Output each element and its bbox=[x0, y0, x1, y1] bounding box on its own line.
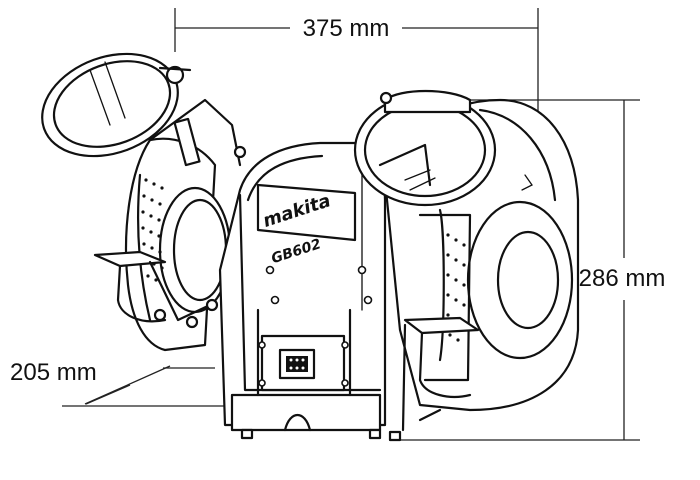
right-eye-shield bbox=[353, 89, 497, 207]
power-switch[interactable] bbox=[260, 334, 346, 392]
left-eye-shield bbox=[41, 52, 192, 158]
left-wheel-guard bbox=[124, 98, 247, 352]
depth-dimension bbox=[62, 365, 240, 407]
left-wheel-perforations bbox=[141, 178, 164, 282]
left-tool-rest bbox=[93, 250, 219, 329]
depth-label: 205 mm bbox=[10, 359, 97, 386]
height-label: 286 mm bbox=[579, 265, 666, 292]
brand-panel bbox=[256, 183, 357, 242]
width-label: 375 mm bbox=[303, 15, 390, 42]
right-tool-rest bbox=[401, 316, 480, 432]
base-feet bbox=[240, 428, 402, 442]
housing-screws bbox=[258, 265, 373, 387]
right-wheel-guard bbox=[383, 98, 580, 412]
